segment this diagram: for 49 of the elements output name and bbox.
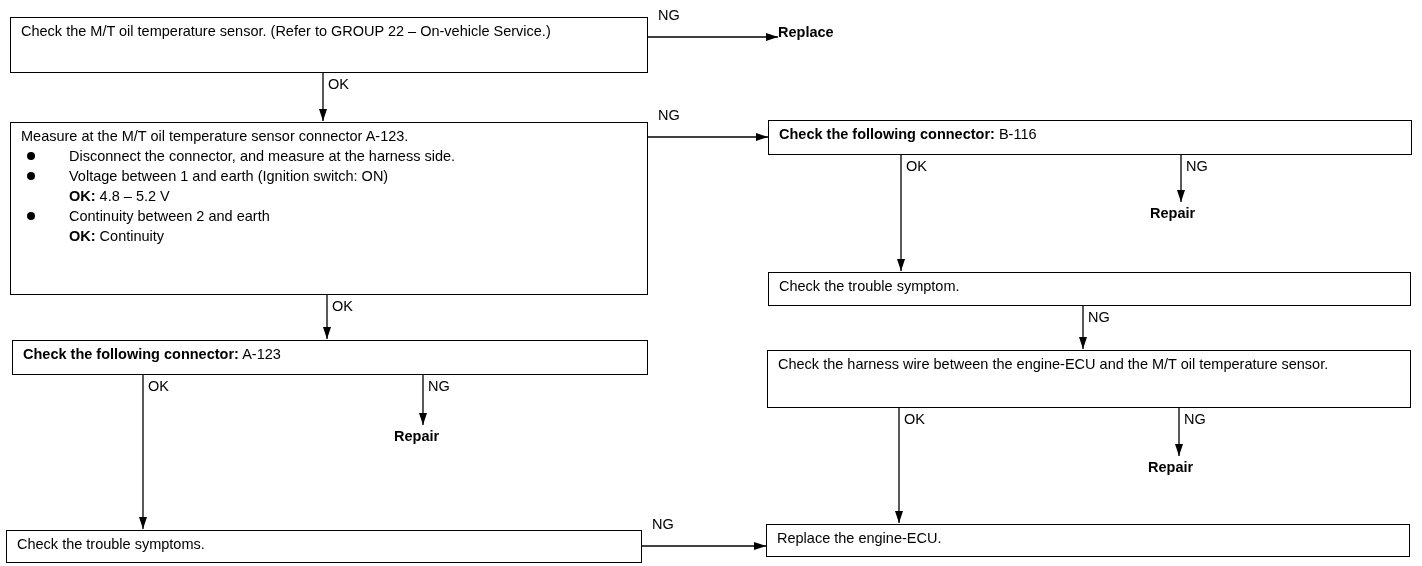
process-box [10,17,648,73]
process-box [768,120,1412,155]
spec-text: OK: 4.8 – 5.2 V [69,187,171,206]
edge-label: NG [656,7,682,23]
process-box [768,272,1411,306]
step-text: Measure at the M/T oil temperature sensor connector A-123. [21,127,410,146]
arrow [647,33,779,41]
step-text: Check the trouble symptoms. [17,535,206,554]
arrow [139,374,147,530]
result-text: Repair [1148,458,1194,477]
step-text: Check the following connector: B-116 [779,125,1038,144]
step-text: Voltage between 1 and earth (Ignition switch: ON) [69,167,390,186]
edge-label: OK [146,378,171,394]
result-text: Repair [1150,204,1196,223]
step-text: Continuity between 2 and earth [69,207,271,226]
arrow [1177,154,1185,203]
arrow [319,72,327,122]
edge-label: OK [326,76,351,92]
edge-label: NG [656,107,682,123]
edge-label: NG [650,516,676,532]
arrow [895,407,903,524]
edge-label: OK [902,411,927,427]
edge-label: NG [1086,309,1112,325]
process-box [767,350,1411,408]
process-box [766,524,1410,557]
spec-text: OK: Continuity [69,227,166,246]
step-text: Check the trouble symptom. [779,277,961,296]
edge-label: NG [1184,158,1210,174]
arrow [419,374,427,426]
arrow [323,294,331,340]
arrow [1175,407,1183,457]
arrow [647,133,769,141]
process-box [10,122,648,295]
arrow [641,542,767,550]
edge-label: NG [1182,411,1208,427]
process-box [6,530,642,563]
edge-label: OK [330,298,355,314]
step-text: Disconnect the connector, and measure at the harness side. [69,147,457,166]
step-text: Check the M/T oil temperature sensor. (Refer to GROUP 22 – On-vehicle Service.) [21,22,552,41]
step-text: Replace the engine-ECU. [777,529,943,548]
edge-label: NG [426,378,452,394]
result-text: Repair [394,427,440,446]
arrow [1079,305,1087,350]
process-box [12,340,648,375]
step-text: Check the harness wire between the engine-ECU and the M/T oil temperature sensor. [778,355,1330,374]
step-text: Check the following connector: A-123 [23,345,282,364]
edge-label: OK [904,158,929,174]
result-text: Replace [778,23,834,42]
arrow [897,154,905,272]
